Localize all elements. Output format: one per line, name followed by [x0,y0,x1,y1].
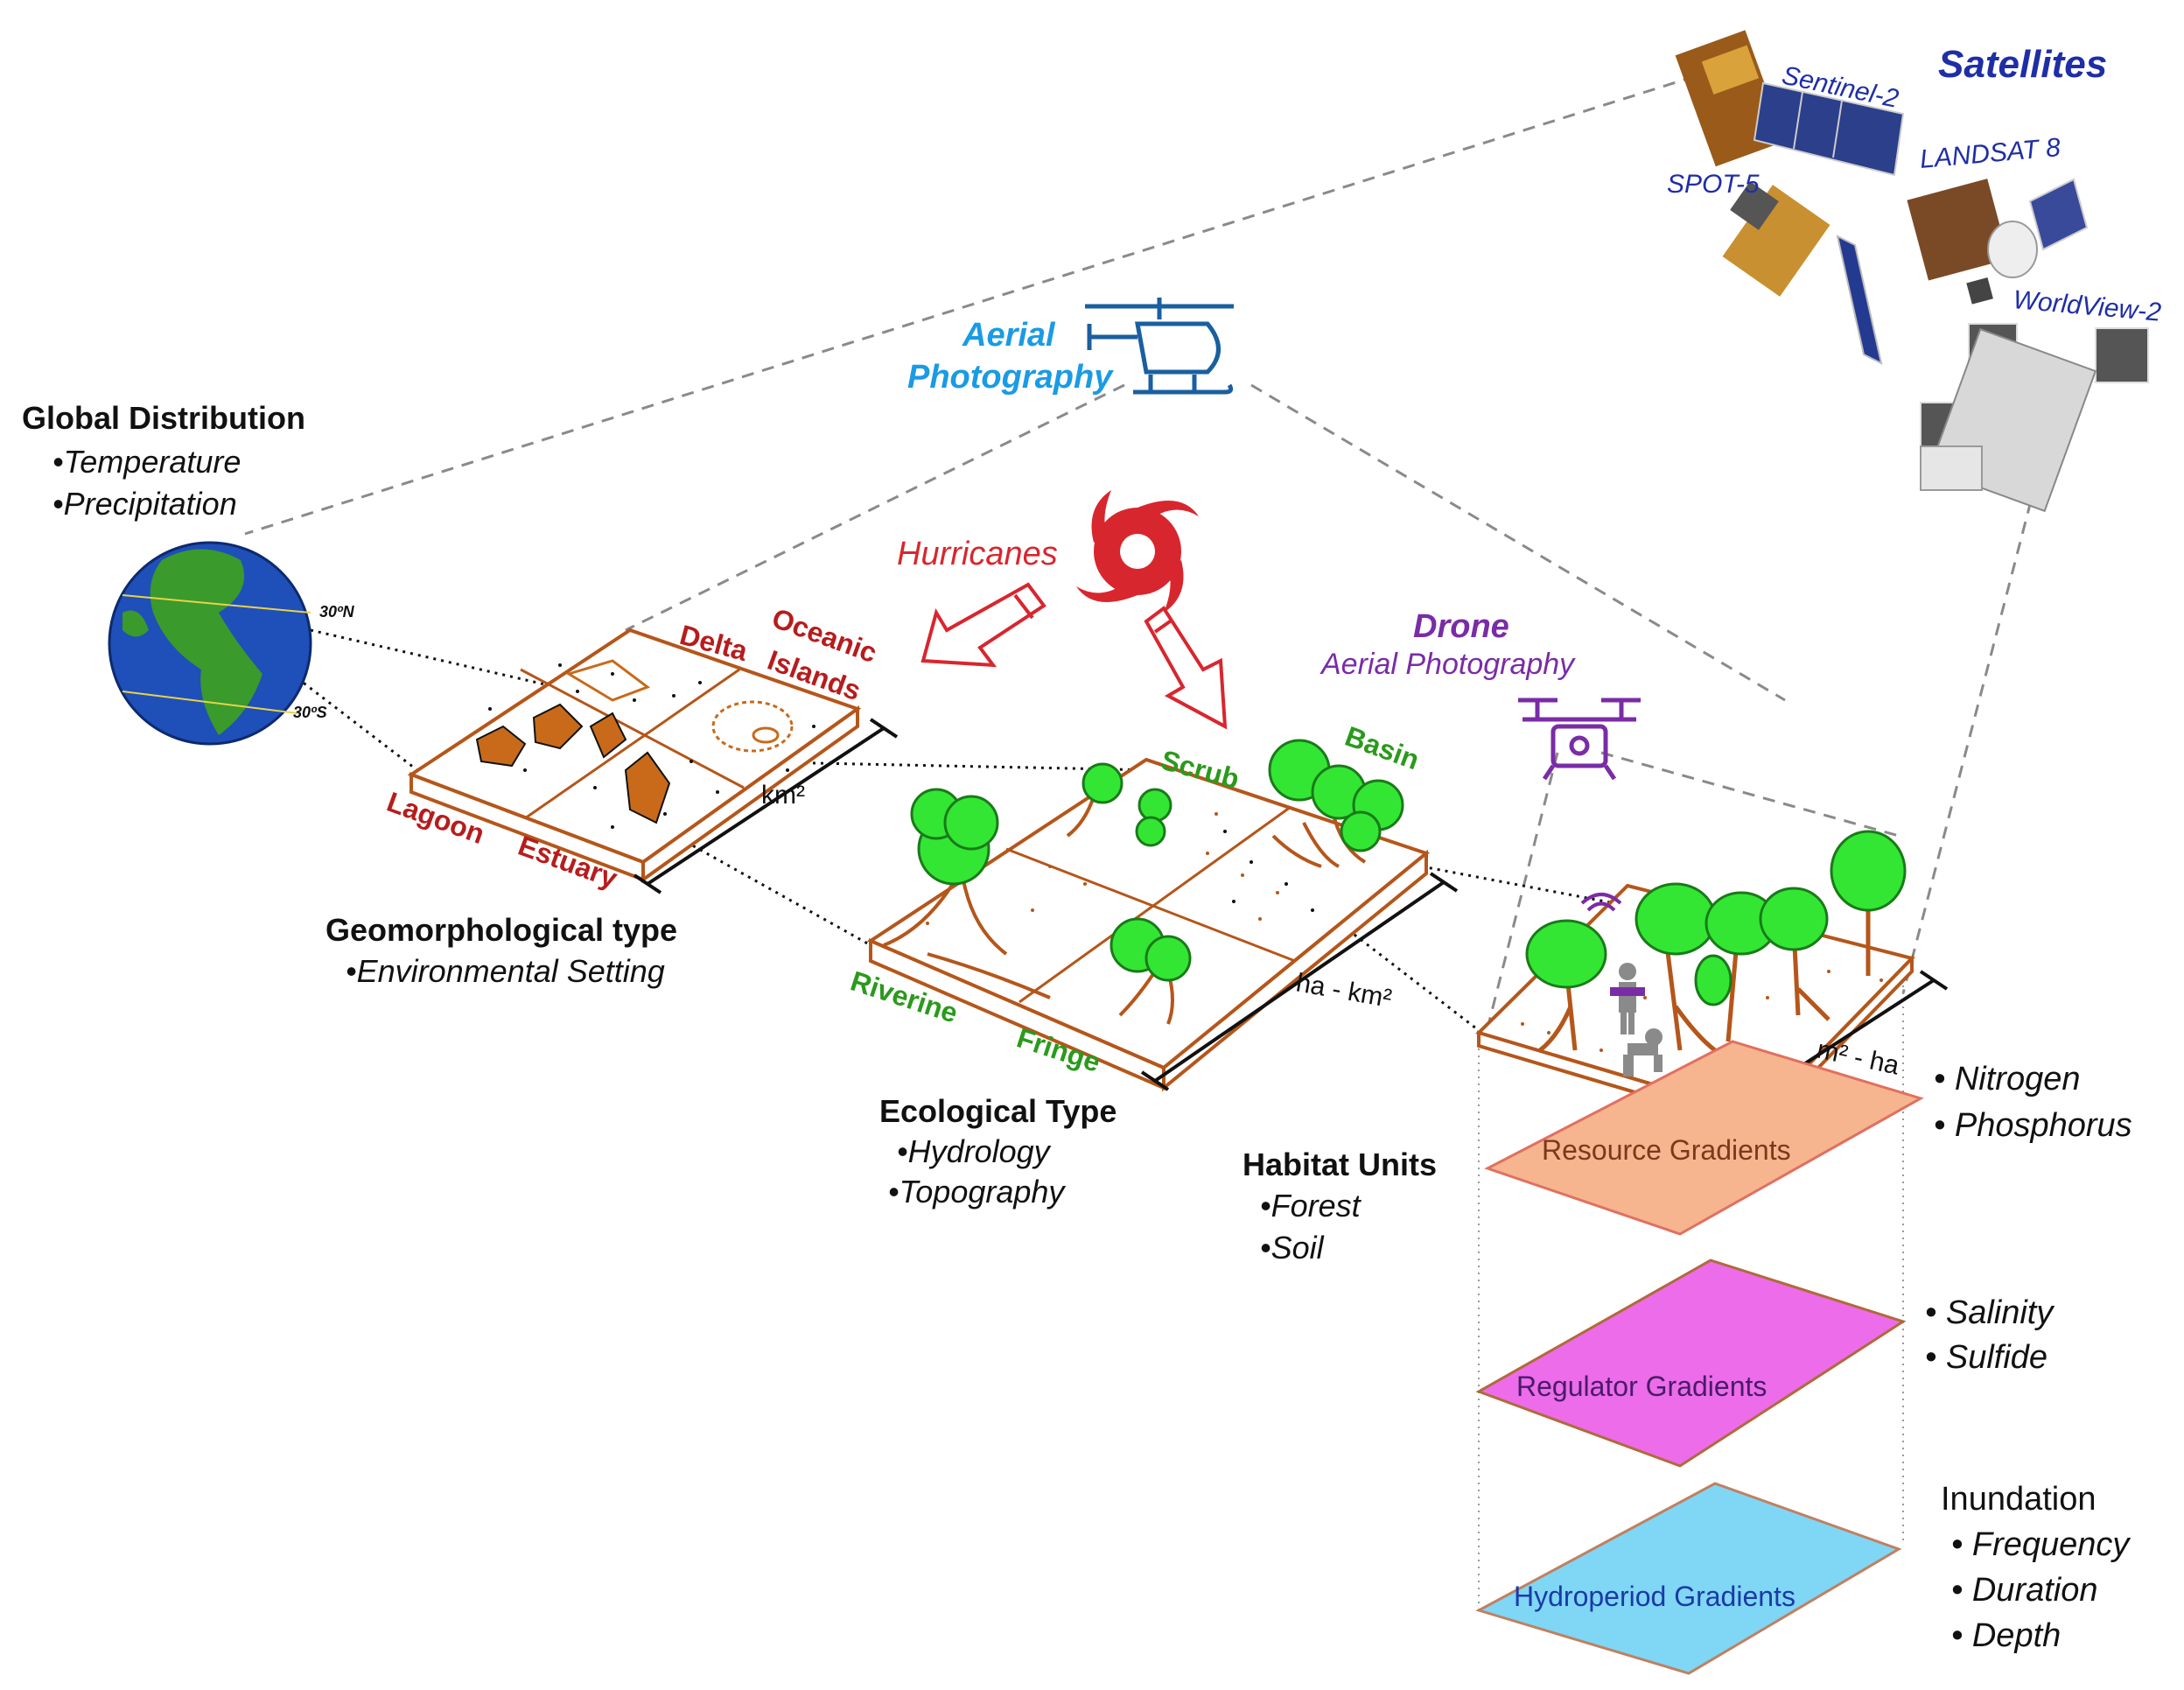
ecological-item-hydrology: •Hydrology [897,1133,1052,1169]
researcher-crouching-icon [1623,1028,1662,1076]
globe-lat-south: 30ºS [293,704,327,721]
global-title: Global Distribution [22,400,305,436]
geomorph-scale-bar [633,718,899,894]
worldview-2-satellite-icon [1920,323,2149,513]
ecological-scale: ha - km² [1294,968,1394,1013]
habitat-title: Habitat Units [1242,1147,1437,1182]
satellites-group: Satellites Sentinel-2 SPOT-5 LANDSAT 8 [1667,30,2162,513]
hurricanes-group: Hurricanes [897,490,1228,730]
region-basin: Basin [1341,720,1424,776]
ecological-block [866,739,1431,1092]
global-item-precipitation: •Precipitation [52,486,237,522]
hurricane-arrow-left-icon [920,582,1046,668]
inundation-item-frequency: • Frequency [1951,1526,2131,1563]
resource-item-nitrogen: • Nitrogen [1934,1061,2081,1097]
regulator-gradient-label: Regulator Gradients [1516,1371,1767,1402]
geomorphological-block [407,628,862,883]
drone-label-line1: Drone [1413,608,1509,645]
hurricane-icon [1076,490,1199,613]
inundation-item-depth: • Depth [1951,1617,2061,1654]
hydroperiod-gradient-label: Hydroperiod Gradients [1514,1581,1796,1612]
aerial-label-line2: Photography [907,359,1114,396]
geomorph-scale: km² [761,781,805,810]
resource-gradient-label: Resource Gradients [1542,1134,1791,1166]
global-item-temperature: •Temperature [52,444,241,480]
researcher-standing-icon [1610,963,1645,1034]
spot-5-satellite-icon [1722,181,1883,365]
ecological-item-topography: •Topography [888,1174,1066,1210]
regulator-gradient-plane [1475,1259,1907,1468]
hurricanes-label: Hurricanes [897,536,1058,572]
spot-5-label: SPOT-5 [1667,170,1760,199]
landsat-8-satellite-icon [1907,178,2089,305]
geomorph-title: Geomorphological type [326,912,677,948]
earth-globe-icon [108,541,312,746]
resource-gradient-plane [1484,1040,1924,1236]
landsat-8-label: LANDSAT 8 [1919,133,2062,174]
regulator-item-salinity: • Salinity [1925,1294,2054,1331]
regulator-item-sulfide: • Sulfide [1925,1339,2048,1376]
satellites-title: Satellites [1938,43,2107,86]
inundation-item-duration: • Duration [1951,1572,2098,1609]
inundation-title: Inundation [1941,1481,2096,1518]
ecological-title: Ecological Type [879,1093,1116,1129]
drone-icon [1518,698,1641,781]
worldview-2-label: WorldView-2 [2012,285,2162,327]
drone-group: Drone Aerial Photography [1320,608,1641,781]
habitat-item-soil: •Soil [1260,1230,1325,1266]
wifi-icon [1580,893,1622,912]
hurricane-arrow-right-icon [1144,606,1228,730]
sentinel-2-satellite-icon [1675,30,1905,177]
geomorph-item-setting: •Environmental Setting [346,953,665,989]
globe-lat-north: 30ºN [319,603,355,621]
helicopter-icon [1085,298,1234,395]
ecological-scale-bar [1140,872,1459,1091]
global-distribution-group: Global Distribution •Temperature •Precip… [22,400,305,522]
drone-label-line2: Aerial Photography [1320,648,1576,681]
habitat-item-forest: •Forest [1260,1188,1362,1224]
hydroperiod-gradient-plane [1475,1482,1902,1675]
aerial-label-line1: Aerial [962,317,1056,354]
aerial-photography-group: Aerial Photography [907,298,1234,396]
resource-item-phosphorus: • Phosphorus [1934,1107,2132,1144]
